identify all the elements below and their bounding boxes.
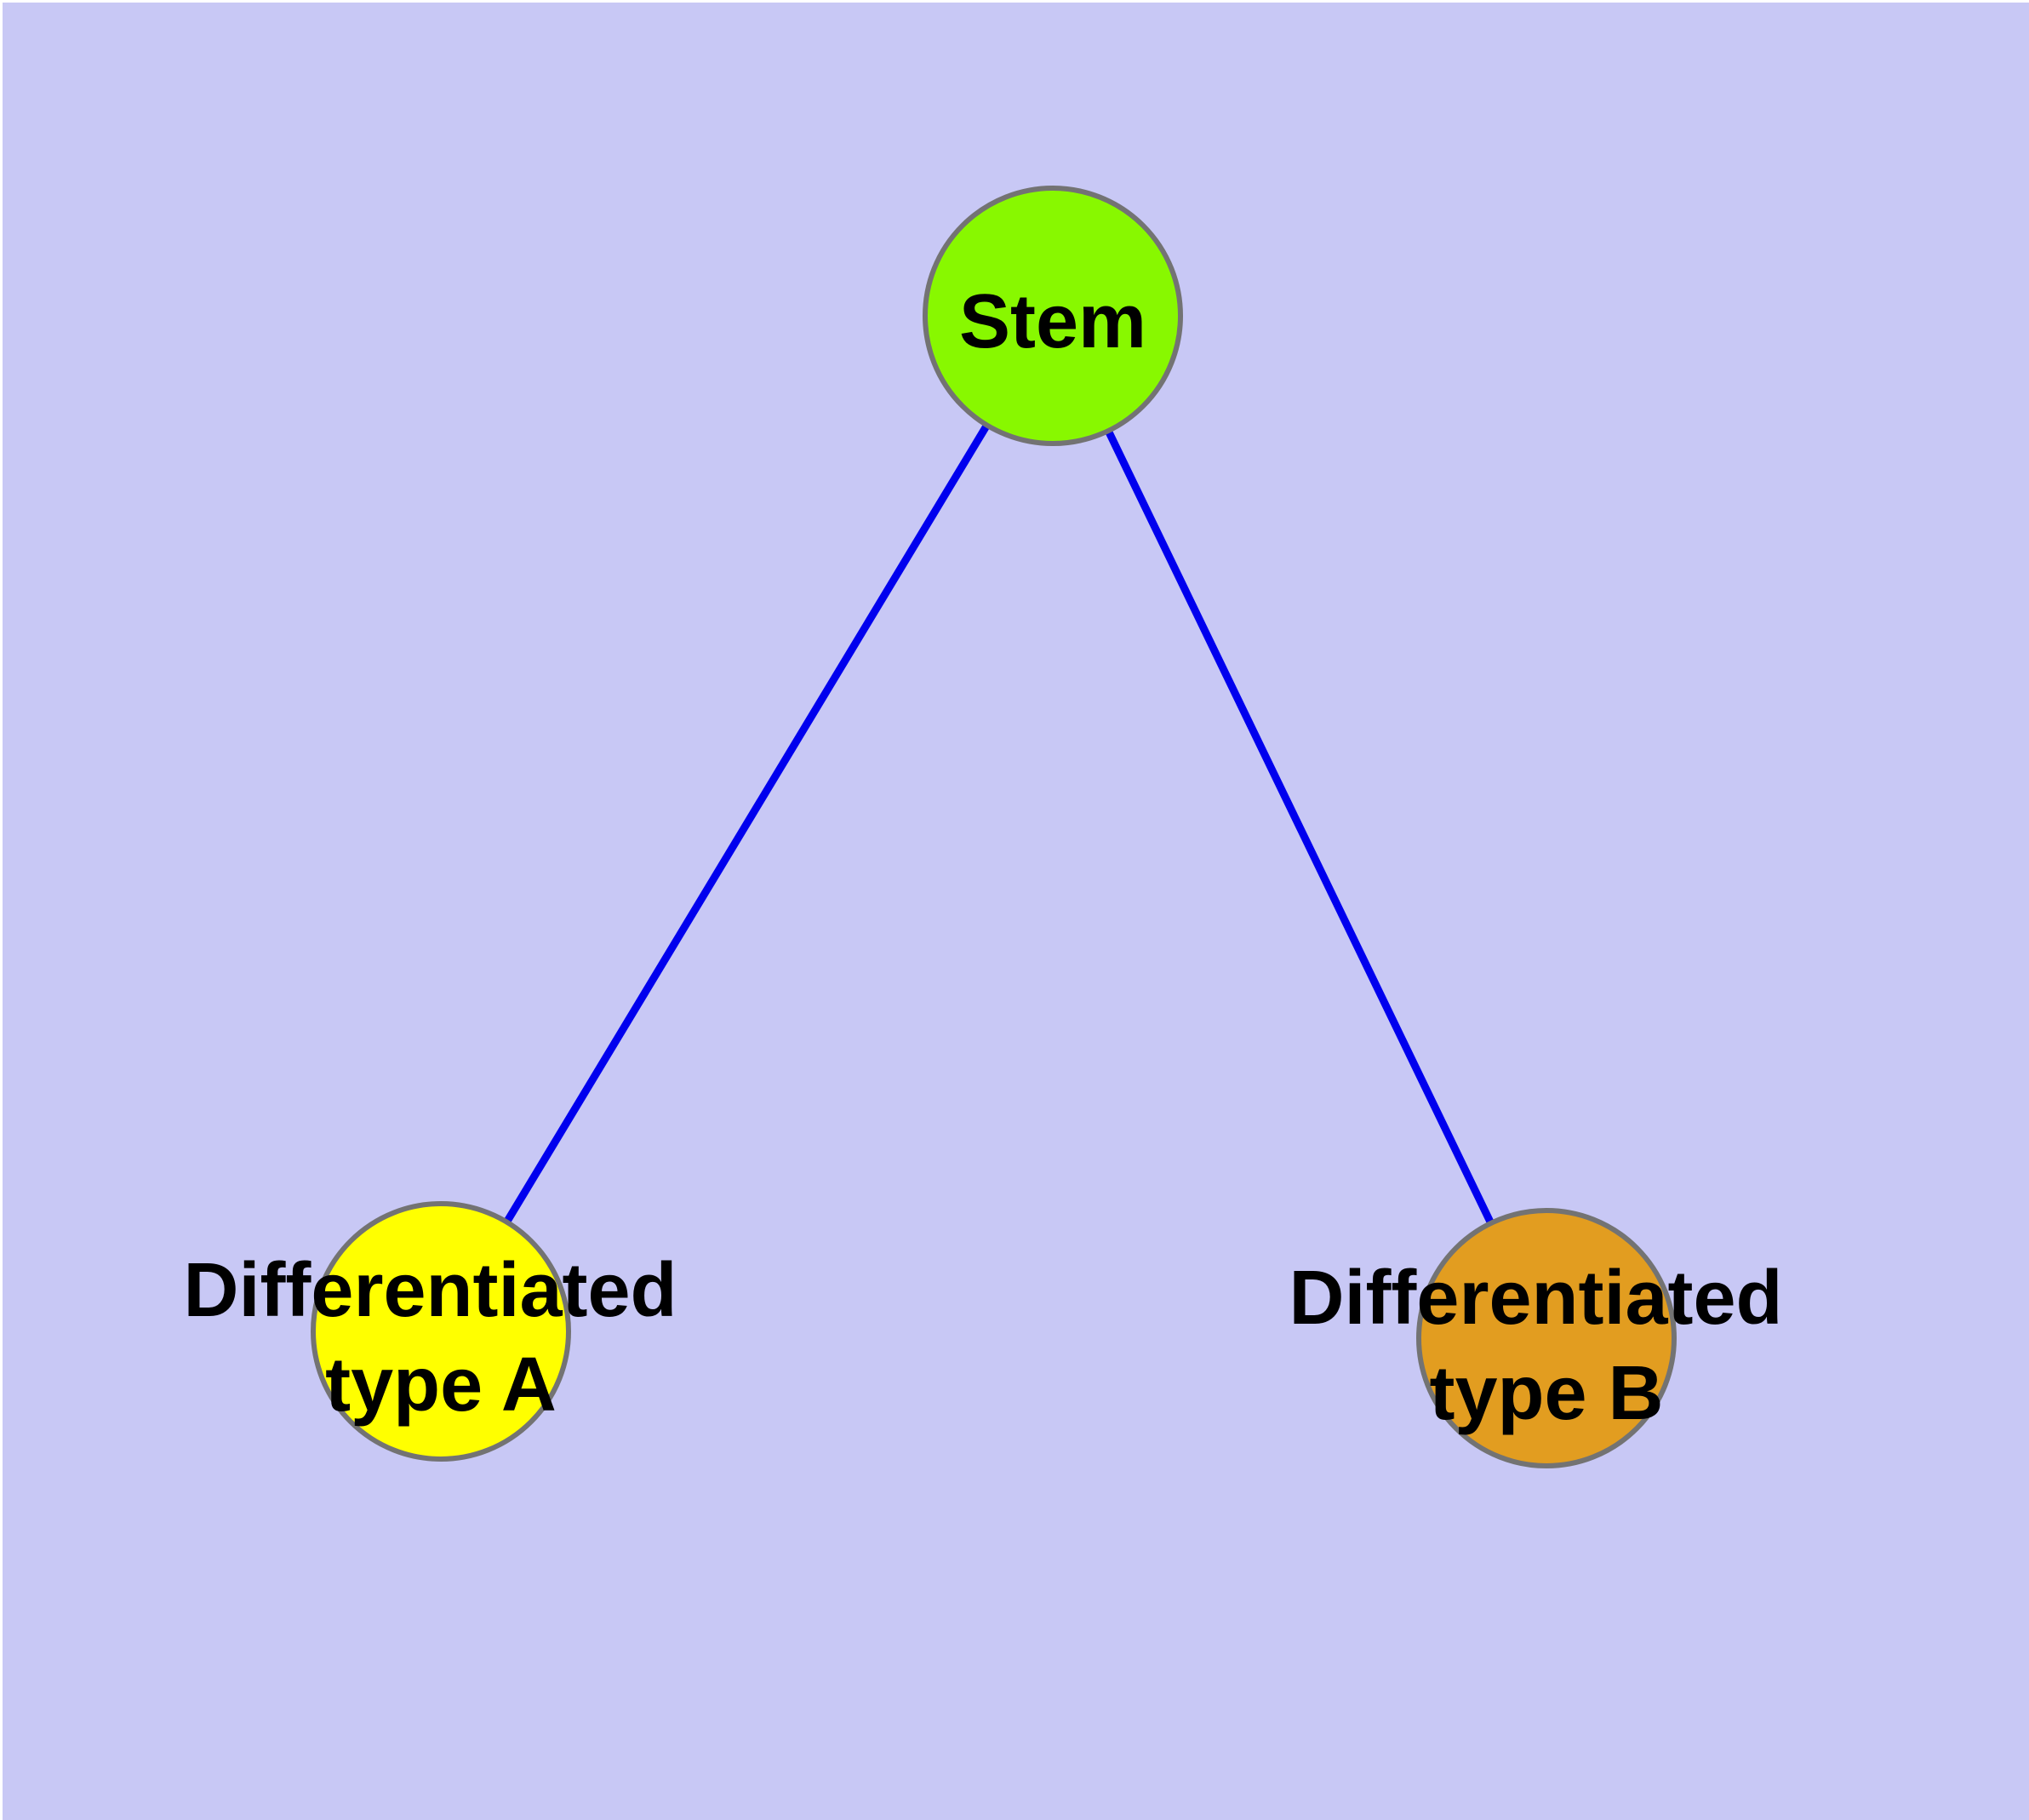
- node-stem: [923, 186, 1183, 446]
- node-stem-label-line: Stem: [959, 279, 1146, 364]
- edge-stem-to-differentiated-type-a: [437, 313, 1056, 1334]
- node-differentiated-type-a-label: Differentiated type A: [183, 1248, 698, 1428]
- node-differentiated-type-b: [1416, 1208, 1677, 1468]
- node-differentiated-type-a-label-line-1: Differentiated: [183, 1248, 677, 1333]
- edge-stem-to-differentiated-type-b: [1049, 314, 1551, 1340]
- node-differentiated-type-b-label: Differentiated type B: [1289, 1256, 1803, 1436]
- node-differentiated-type-a-label-line-2: type A: [325, 1342, 557, 1428]
- node-differentiated-type-b-label-line-1: Differentiated: [1289, 1256, 1782, 1341]
- node-stem-label: Stem: [959, 279, 1146, 364]
- node-differentiated-type-b-label-line-2: type B: [1429, 1351, 1663, 1436]
- node-differentiated-type-a: [311, 1201, 571, 1462]
